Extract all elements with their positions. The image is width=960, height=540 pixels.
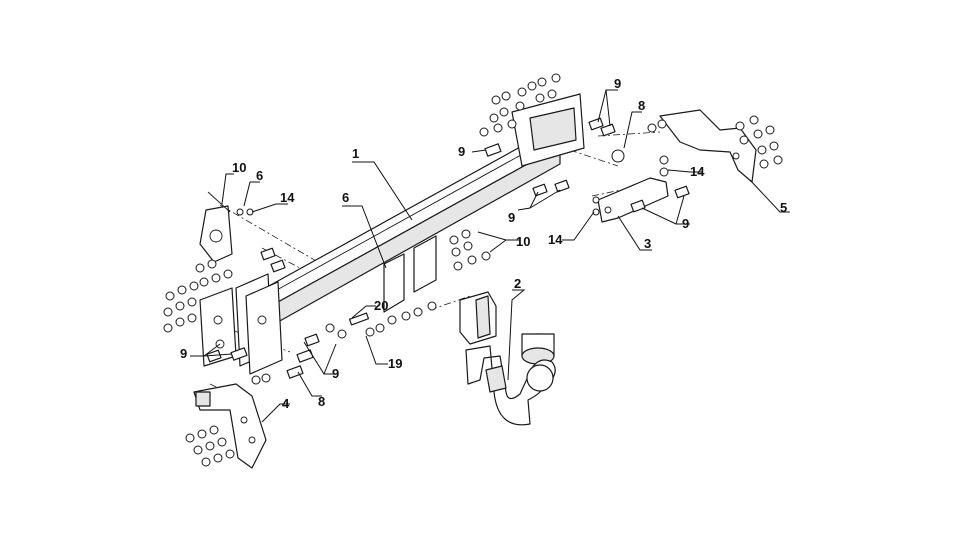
main-crossbar (257, 135, 561, 323)
right-end-frame (511, 93, 585, 167)
callout-1: 1 (352, 146, 359, 161)
left-end-plates (199, 273, 283, 375)
callout-4: 4 (282, 396, 290, 411)
left-side-bracket (193, 383, 267, 469)
ball-coupling (459, 291, 556, 426)
lower-right-bracket (597, 155, 669, 223)
callout-9-mid: 9 (508, 210, 515, 225)
callout-6-bracket: 6 (256, 168, 263, 183)
callout-2: 2 (514, 276, 521, 291)
callout-labels: 1 2 3 4 5 6 6 8 8 9 9 9 9 9 9 10 10 14 1… (180, 76, 787, 411)
callout-14-lower: 14 (548, 232, 563, 247)
callout-8-right: 8 (638, 98, 645, 113)
callout-9-left: 9 (180, 346, 187, 361)
left-small-bracket (199, 191, 254, 263)
callout-5: 5 (780, 200, 787, 215)
callout-10-left: 10 (232, 160, 246, 175)
fastener-set (163, 73, 783, 467)
callout-14-left: 14 (280, 190, 295, 205)
callout-9-centre: 9 (332, 366, 339, 381)
leader-lines (190, 89, 790, 423)
callout-8-left: 8 (318, 394, 325, 409)
callout-9-beam: 9 (458, 144, 465, 159)
callout-3: 3 (644, 236, 651, 251)
callout-10-right: 10 (516, 234, 530, 249)
callout-19: 19 (388, 356, 402, 371)
right-side-bracket (659, 109, 757, 183)
callout-14-right: 14 (690, 164, 705, 179)
callout-9-right: 9 (682, 216, 689, 231)
callout-6-centre: 6 (342, 190, 349, 205)
callout-20: 20 (374, 298, 388, 313)
callout-9-top: 9 (614, 76, 621, 91)
